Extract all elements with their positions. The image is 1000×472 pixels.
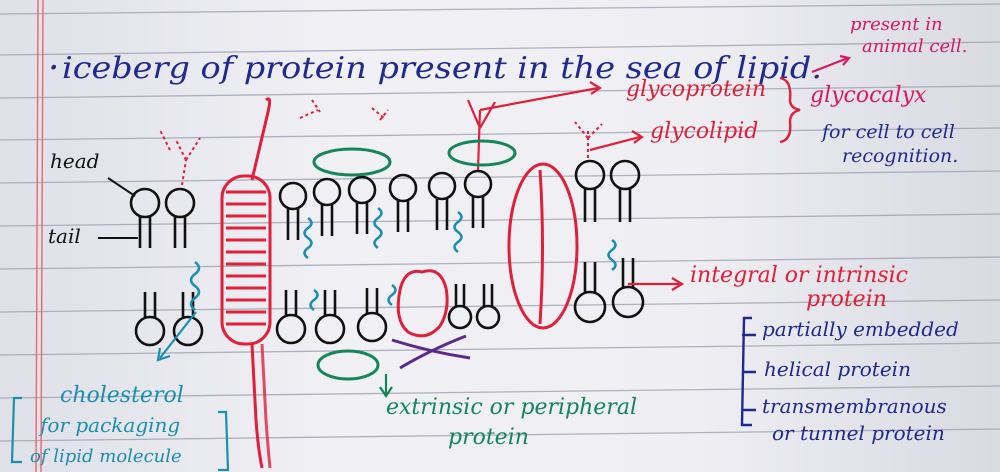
label-glycoprotein: glycoprotein (626, 77, 766, 102)
peripheral-crossed-proteins (392, 336, 470, 368)
label-cholesterol: cholesterol (60, 383, 184, 408)
phospholipid-top (611, 161, 639, 222)
label-glycocalyx: glycocalyx (810, 83, 927, 108)
label-integral-line1: integral or intrinsic (690, 263, 908, 288)
outer-lipid-layer (131, 161, 639, 248)
label-extrinsic-line2: protein (448, 425, 529, 450)
phospholipid-bottom (575, 262, 605, 322)
phospholipid-top (314, 179, 340, 236)
phospholipid-bottom (174, 292, 202, 345)
phospholipid-top (390, 175, 416, 232)
integral-point-transmembranous: transmembranous (762, 394, 947, 418)
phospholipid-top (576, 161, 604, 222)
phospholipid-bottom (613, 258, 643, 317)
glyco-brace (780, 78, 800, 142)
peripheral-protein-top-right (449, 141, 515, 165)
integral-bracket (742, 318, 756, 425)
label-head: head (50, 149, 99, 173)
animal-cell-note-line2: animal cell. (862, 36, 967, 57)
peripheral-protein-bottom (318, 351, 378, 379)
glycolipid-arrow (590, 131, 642, 150)
margin-lines (36, 0, 43, 472)
peripheral-protein-top-left (314, 149, 390, 175)
phospholipid-bottom (277, 290, 305, 343)
glycolipid-chains (160, 100, 602, 185)
cholesterol-squiggle (389, 285, 396, 305)
label-integral-line2: protein (806, 287, 887, 312)
phospholipid-top (131, 189, 159, 248)
phospholipid-bottom (358, 288, 386, 341)
heading-bullet: · (48, 48, 59, 89)
glycocalyx-note-1: for cell to cell (820, 121, 955, 143)
label-cholesterol-purpose-2: of lipid molecule (30, 446, 182, 467)
cholesterol-squiggle (455, 212, 462, 252)
tunnel-protein (509, 164, 577, 328)
cholesterol-squiggle (375, 208, 382, 248)
animal-cell-note-line1: present in (850, 14, 943, 35)
phospholipid-top (465, 171, 491, 228)
phospholipid-bottom (136, 292, 164, 345)
cholesterol-squiggle (311, 290, 318, 310)
integral-point-tunnel: or tunnel protein (772, 421, 945, 445)
cholesterol-squiggle (609, 240, 616, 270)
phospholipid-top (349, 177, 375, 234)
label-glycolipid: glycolipid (650, 119, 758, 144)
glycoprotein-arrow (480, 82, 600, 110)
helical-protein (222, 99, 270, 468)
cholesterol-squiggle (191, 262, 199, 310)
phospholipid-bottom (316, 290, 344, 343)
label-extrinsic-line1: extrinsic or peripheral (386, 395, 637, 420)
partially-embedded-protein (398, 271, 447, 336)
phospholipid-top (166, 189, 194, 248)
head-pointer (108, 178, 135, 196)
glycocalyx-note-2: recognition. (842, 145, 958, 167)
cholesterol-squiggle (305, 218, 312, 258)
label-cholesterol-purpose-1: for packaging (38, 413, 180, 437)
phospholipid-top (280, 183, 306, 240)
label-tail: tail (48, 224, 81, 248)
integral-point-helical: helical protein (764, 357, 911, 381)
integral-point-partially-embedded: partially embedded (762, 317, 959, 341)
